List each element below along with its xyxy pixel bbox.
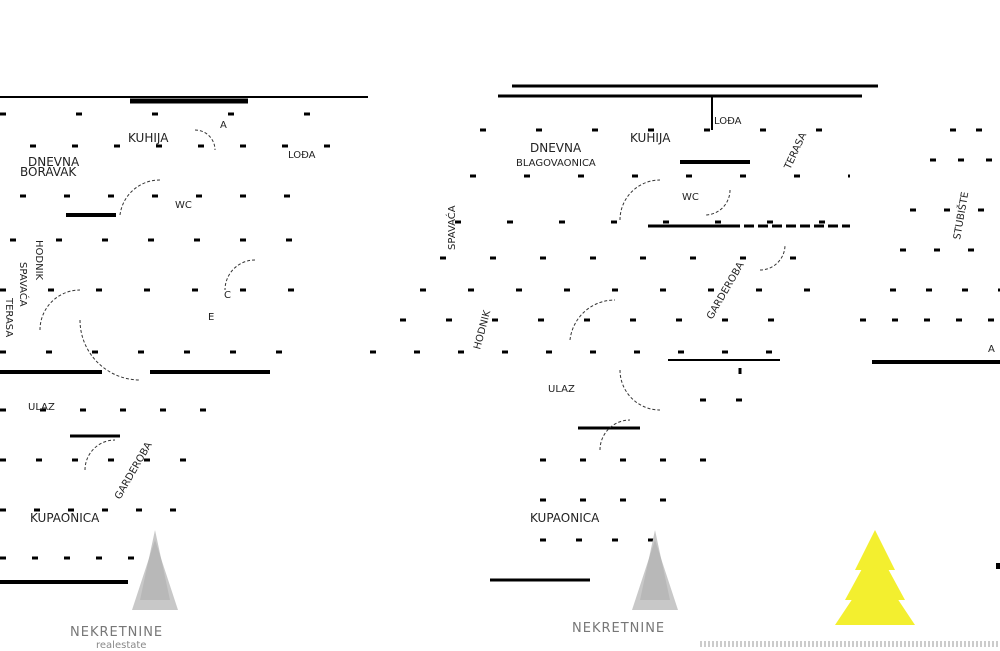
label-e: E [208,312,214,323]
room-label-terasa-mid: TERASA [782,131,809,172]
room-label-kupaonica: KUPAONICA [30,511,100,525]
room-label-dnevna: DNEVNA [28,155,80,169]
room-label-lodja: LOĐA [288,150,316,161]
room-label-wc: WC [175,200,192,211]
label-a-right: A [988,344,995,355]
left-floor-plan: KUHIJA DNEVNA BORAVAK WC HODNIK ULAZ SPA… [0,96,368,651]
room-label-ulaz: ULAZ [28,402,55,413]
tree-logo-icon [632,530,678,610]
label-a: A [220,120,227,131]
yellow-tree-logo-icon [835,530,915,625]
room-label-garderoba: GARDEROBA [113,440,155,501]
room-label-stubiste: STUBIŠTE [950,191,971,241]
room-label-hodnik: HODNIK [33,240,44,281]
right-floor-plan: STUBIŠTE A [835,128,1000,625]
room-label-ulaz-mid: ULAZ [548,384,575,395]
room-label-kuhija-mid: KUHIJA [630,131,671,145]
room-label-dnevna-mid: DNEVNA [530,141,582,155]
room-label-hodnik-mid: HODNIK [472,309,493,351]
room-label-boravak: BORAVAK [20,165,77,179]
room-label-spavaca: SPAVAĆA [17,262,30,307]
watermark-brand-left: NEKRETNINE [70,625,163,640]
middle-floor-plan: KUHIJA DNEVNA BLAGOVAONICA ULAZ HODNIK S… [370,84,1000,647]
room-label-kupaonica-mid: KUPAONICA [530,511,600,525]
watermark-brand-middle: NEKRETNINE [572,621,665,636]
tree-logo-icon [132,530,178,610]
room-label-lodja-mid: LOĐA [714,116,742,127]
label-c: C [224,290,231,301]
watermark-sub-left: realestate [96,640,146,651]
room-label-kuhija: KUHIJA [128,131,169,145]
room-label-terasa: TERASA [3,297,14,337]
room-label-spavaca-mid: SPAVAĆA [445,205,458,250]
room-label-blagovaonica: BLAGOVAONICA [516,158,596,169]
room-label-wc-mid: WC [682,192,699,203]
